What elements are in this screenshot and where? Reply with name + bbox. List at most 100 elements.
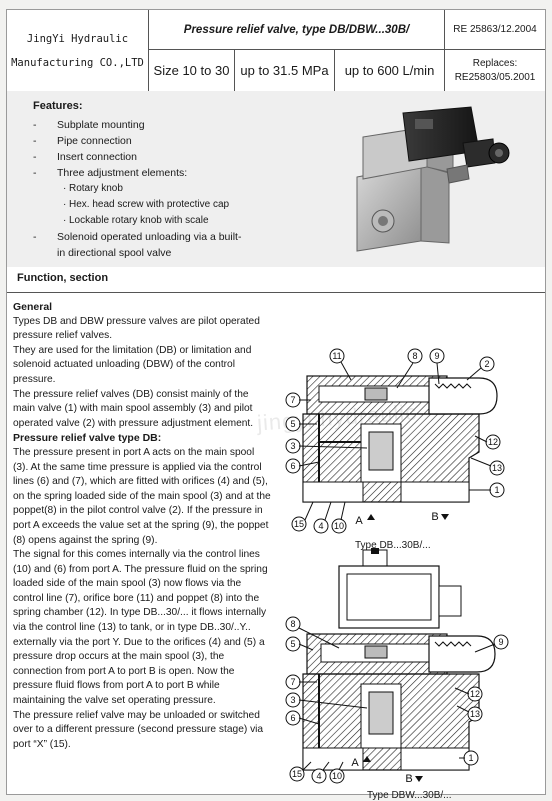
svg-text:5: 5 [290,419,295,429]
paragraph-5: The signal for this comes internally via… [13,549,268,707]
svg-text:5: 5 [290,639,295,649]
callout-13: 13 [470,457,505,476]
function-section-title: Function, section [17,272,109,284]
svg-text:7: 7 [290,677,295,687]
svg-text:15: 15 [292,769,302,779]
callout-9: 9 [429,348,445,385]
callout-12: 12 [454,686,483,702]
caption-db: Type DB...30B/... [355,540,431,551]
feature-item: -Solenoid operated unloading via a built… [33,231,242,243]
callout-3: 3 [285,438,368,454]
callout-10: 10 [329,761,345,784]
company-line-1: JingYi Hydraulic [26,32,129,45]
caption-dbw: Type DBW...30B/... [367,790,452,801]
svg-text:B: B [431,511,438,523]
svg-text:11: 11 [332,351,341,361]
diagram-dbw-section: 8 5 9 7 3 [285,548,509,785]
feature-item: -Insert connection [33,151,137,163]
paragraph-6: The pressure relief valve may be unloade… [13,709,264,750]
callout-11: 11 [329,348,352,381]
callout-3: 3 [285,692,368,709]
paragraph-1: Types DB and DBW pressure valves are pil… [13,315,260,342]
size-range: Size 10 to 30 [149,50,235,91]
callout-4: 4 [311,761,330,784]
svg-text:6: 6 [290,713,295,723]
svg-text:6: 6 [290,461,295,471]
valve-product-photo [356,106,510,252]
callout-15: 15 [289,761,312,782]
callout-15: 15 [291,501,314,532]
svg-text:12: 12 [488,437,498,447]
db-heading: Pressure relief valve type DB: [13,432,162,445]
svg-text:8: 8 [412,351,417,361]
callout-4: 4 [313,501,332,534]
svg-text:1: 1 [468,753,473,763]
callout-1: 1 [459,750,479,766]
svg-text:A: A [351,757,359,769]
callout-6: 6 [285,710,320,726]
svg-text:10: 10 [334,521,344,531]
svg-text:12: 12 [470,689,480,699]
callout-9: 9 [474,634,509,653]
port-b-label: B [405,773,423,785]
svg-text:10: 10 [332,771,342,781]
pressure-rating: up to 31.5 MPa [235,50,335,91]
feature-item-continued: in directional spool valve [57,247,172,259]
paragraph-2: They are used for the limitation (DB) or… [13,344,252,385]
port-a-label: A [351,756,371,769]
datasheet-page: JingYi Hydraulic Manufacturing CO.,LTD P… [6,9,546,801]
replaces-info: Replaces: RE25803/05.2001 [445,50,545,91]
callout-13: 13 [456,705,483,722]
replaces-label: Replaces: [472,57,518,69]
svg-text:9: 9 [434,351,439,361]
feature-item: -Pipe connection [33,135,132,147]
features-heading: Features: [33,100,83,112]
function-section-header: Function, section [7,267,545,293]
callout-7: 7 [285,392,311,408]
svg-text:3: 3 [290,695,295,705]
document-reference: RE 25863/12.2004 [445,10,545,50]
callout-12: 12 [474,434,501,450]
header-table: JingYi Hydraulic Manufacturing CO.,LTD P… [7,10,545,92]
svg-text:3: 3 [290,441,295,451]
company-name: JingYi Hydraulic Manufacturing CO.,LTD [7,10,149,91]
svg-text:7: 7 [290,395,295,405]
svg-text:15: 15 [294,519,304,529]
diagram-db-section: 11 8 9 2 7 [285,348,505,534]
flow-rating: up to 600 L/min [335,50,445,91]
port-b-label: B [431,511,449,523]
replaces-reference: RE25803/05.2001 [454,71,536,83]
company-line-2: Manufacturing CO.,LTD [11,56,144,69]
callout-6: 6 [285,458,320,474]
svg-text:1: 1 [494,485,499,495]
svg-text:B: B [405,773,412,785]
paragraph-3: The pressure relief valves (DB) consist … [13,388,254,429]
feature-item: -Subplate mounting [33,119,145,131]
svg-text:4: 4 [318,521,323,531]
feature-subitem: ·Hex. head screw with protective cap [63,199,230,210]
callout-8: 8 [285,616,340,649]
function-description: General Types DB and DBW pressure valves… [13,300,271,752]
svg-text:9: 9 [498,637,503,647]
features-panel: Features: -Subplate mounting -Pipe conne… [7,91,545,268]
features-list: -Subplate mounting -Pipe connection -Ins… [33,117,241,261]
callout-7: 7 [285,674,317,690]
svg-text:13: 13 [470,709,480,719]
callout-8: 8 [396,348,423,389]
callout-1: 1 [469,482,505,498]
callout-10: 10 [331,501,347,534]
feature-subitem: ·Lockable rotary knob with scale [63,215,209,226]
svg-text:13: 13 [492,463,502,473]
general-heading: General [13,301,53,313]
svg-text:8: 8 [290,619,295,629]
svg-text:4: 4 [316,771,321,781]
feature-subitem: ·Rotary knob [63,183,123,194]
paragraph-4: The pressure present in port A acts on t… [13,446,271,546]
callout-5: 5 [285,636,314,652]
callout-5: 5 [285,416,317,432]
svg-text:A: A [355,515,363,527]
feature-item: -Three adjustment elements: [33,167,188,179]
page-title: Pressure relief valve, type DB/DBW...30B… [149,10,445,50]
port-a-label: A [355,514,375,527]
callout-2: 2 [466,356,495,381]
